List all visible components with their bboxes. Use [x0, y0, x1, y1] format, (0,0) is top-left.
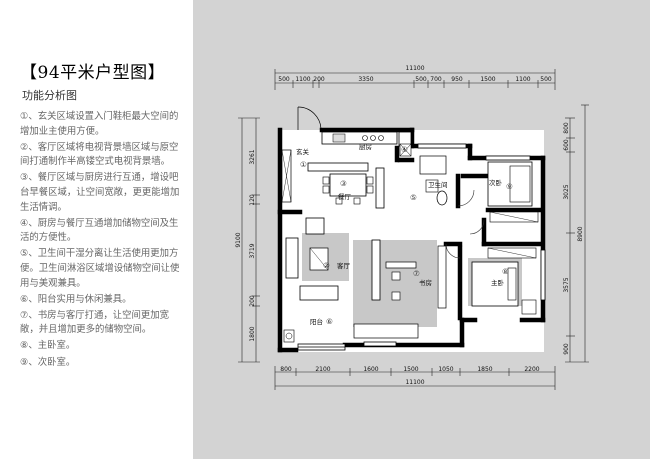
note-item: ⑨、次卧室。: [20, 356, 76, 368]
top-dim: 950: [451, 76, 463, 83]
room-label-dining: 餐厅: [338, 192, 352, 201]
left-dim: 1800: [249, 326, 256, 341]
marker-kitchen: ④: [401, 145, 408, 154]
right-top-dim: 600: [563, 139, 570, 151]
left-dim: 120: [249, 194, 256, 206]
top-total-dim: 11100: [405, 65, 424, 72]
room-labels: 玄关 厨房 餐厅 卫生间 次卧 客厅 书房 主卧 阳台: [296, 142, 505, 326]
page-title: 【94平米户型图】: [20, 63, 166, 83]
description-panel: 【94平米户型图】 功能分析图 ①、玄关区域设置入门鞋柜最大空间的增加业主使用方…: [0, 0, 193, 459]
right-top-dim: 800: [563, 122, 570, 134]
note-item: ③、餐厅区域与厨房进行互通，增设吧台早餐区域，让空间宽敞，更更能增加生活情调。: [20, 172, 180, 213]
room-label-study: 书房: [419, 278, 432, 287]
marker-entry: ①: [300, 160, 307, 169]
marker-bath: ⑤: [410, 193, 417, 202]
top-dim: 1100: [515, 76, 530, 83]
master-bedroom-furniture: [471, 247, 537, 315]
marker-study: ⑦: [413, 269, 420, 278]
floor-plan-panel: 11100 500 1100 200 3350 500 700 950 1500…: [193, 0, 650, 459]
bottom-total-dim: 11100: [405, 379, 424, 386]
note-item: ④、厨房与餐厅互通增加储物空间及生活的方便性。: [20, 217, 179, 244]
second-bedroom-furniture: [487, 161, 539, 223]
top-dim: 500: [540, 76, 552, 83]
right-dim: 3575: [563, 277, 570, 292]
right-dim: 900: [563, 343, 570, 355]
bottom-dim: 1050: [438, 366, 453, 373]
kitchen-counter: [321, 131, 412, 157]
marker-dining: ③: [340, 179, 347, 188]
top-dim: 500: [278, 76, 290, 83]
dimension-labels: 11100 500 1100 200 3350 500 700 950 1500…: [235, 65, 584, 386]
room-label-entry: 玄关: [296, 147, 310, 156]
room-label-second-bedroom: 次卧: [489, 178, 503, 187]
bottom-dim: 1850: [477, 366, 492, 373]
bottom-dim: 1600: [363, 366, 378, 373]
note-item: ⑧、主卧室。: [20, 340, 76, 352]
dining-set: [307, 162, 385, 209]
top-dim: 3350: [358, 76, 373, 83]
note-item: ⑦、书房与客厅打通，让空间更加宽敞，并且增加更多的储物空间。: [20, 309, 170, 336]
floor-plan-drawing: 11100 500 1100 200 3350 500 700 950 1500…: [235, 65, 589, 390]
note-item: ⑤、卫生间干湿分离让生活使用更加方便。卫生间淋浴区域增设储物空间让使用与美观兼具…: [20, 248, 180, 289]
room-label-master-bedroom: 主卧: [491, 278, 505, 287]
marker-balcony: ⑥: [326, 317, 333, 326]
page-subtitle: 功能分析图: [22, 89, 77, 102]
top-dim: 1100: [295, 76, 310, 83]
entry-door: [297, 106, 322, 131]
left-total-dim: 9100: [235, 232, 242, 247]
room-label-kitchen: 厨房: [359, 142, 372, 151]
note-item: ②、客厅区域将电视背景墙区域与原空间打通制作半高镂空式电视背景墙。: [20, 141, 179, 168]
dimension-lines: [238, 69, 589, 390]
note-item: ⑥、阳台实用与休闲兼具。: [20, 293, 132, 305]
bottom-dim: 1500: [403, 366, 418, 373]
sofa-set: [285, 217, 339, 301]
room-label-living: 客厅: [337, 261, 351, 270]
bottom-dim: 2100: [315, 366, 330, 373]
bathroom-fixtures: [419, 155, 448, 206]
marker-master-bedroom: ⑧: [502, 267, 509, 276]
bottom-dim: 2200: [524, 366, 539, 373]
top-dim: 200: [313, 76, 325, 83]
left-dim: 200: [249, 295, 256, 307]
shoe-cabinet: [281, 149, 292, 203]
windows: [297, 143, 546, 351]
tv-wall-and-study: [353, 239, 447, 339]
room-label-balcony: 阳台: [310, 317, 323, 326]
room-label-bath: 卫生间: [428, 180, 448, 189]
right-dim: 3025: [563, 184, 570, 199]
right-total-dim: 8900: [577, 226, 584, 241]
top-dim: 1500: [480, 76, 495, 83]
notes-list: ①、玄关区域设置入门鞋柜最大空间的增加业主使用方便。 ②、客厅区域将电视背景墙区…: [20, 110, 182, 372]
top-dim: 700: [430, 76, 442, 83]
bottom-dim: 800: [280, 366, 292, 373]
top-dim: 500: [415, 76, 427, 83]
balcony-fixtures: [283, 329, 295, 343]
left-dim: 3261: [249, 149, 256, 164]
marker-living: ②: [323, 261, 330, 270]
marker-second-bedroom: ⑨: [506, 182, 513, 191]
note-item: ①、玄关区域设置入门鞋柜最大空间的增加业主使用方便。: [20, 111, 179, 137]
area-markers: ① ② ③ ④ ⑤ ⑥ ⑦ ⑧ ⑨: [300, 145, 513, 326]
left-dim: 3719: [249, 243, 256, 258]
